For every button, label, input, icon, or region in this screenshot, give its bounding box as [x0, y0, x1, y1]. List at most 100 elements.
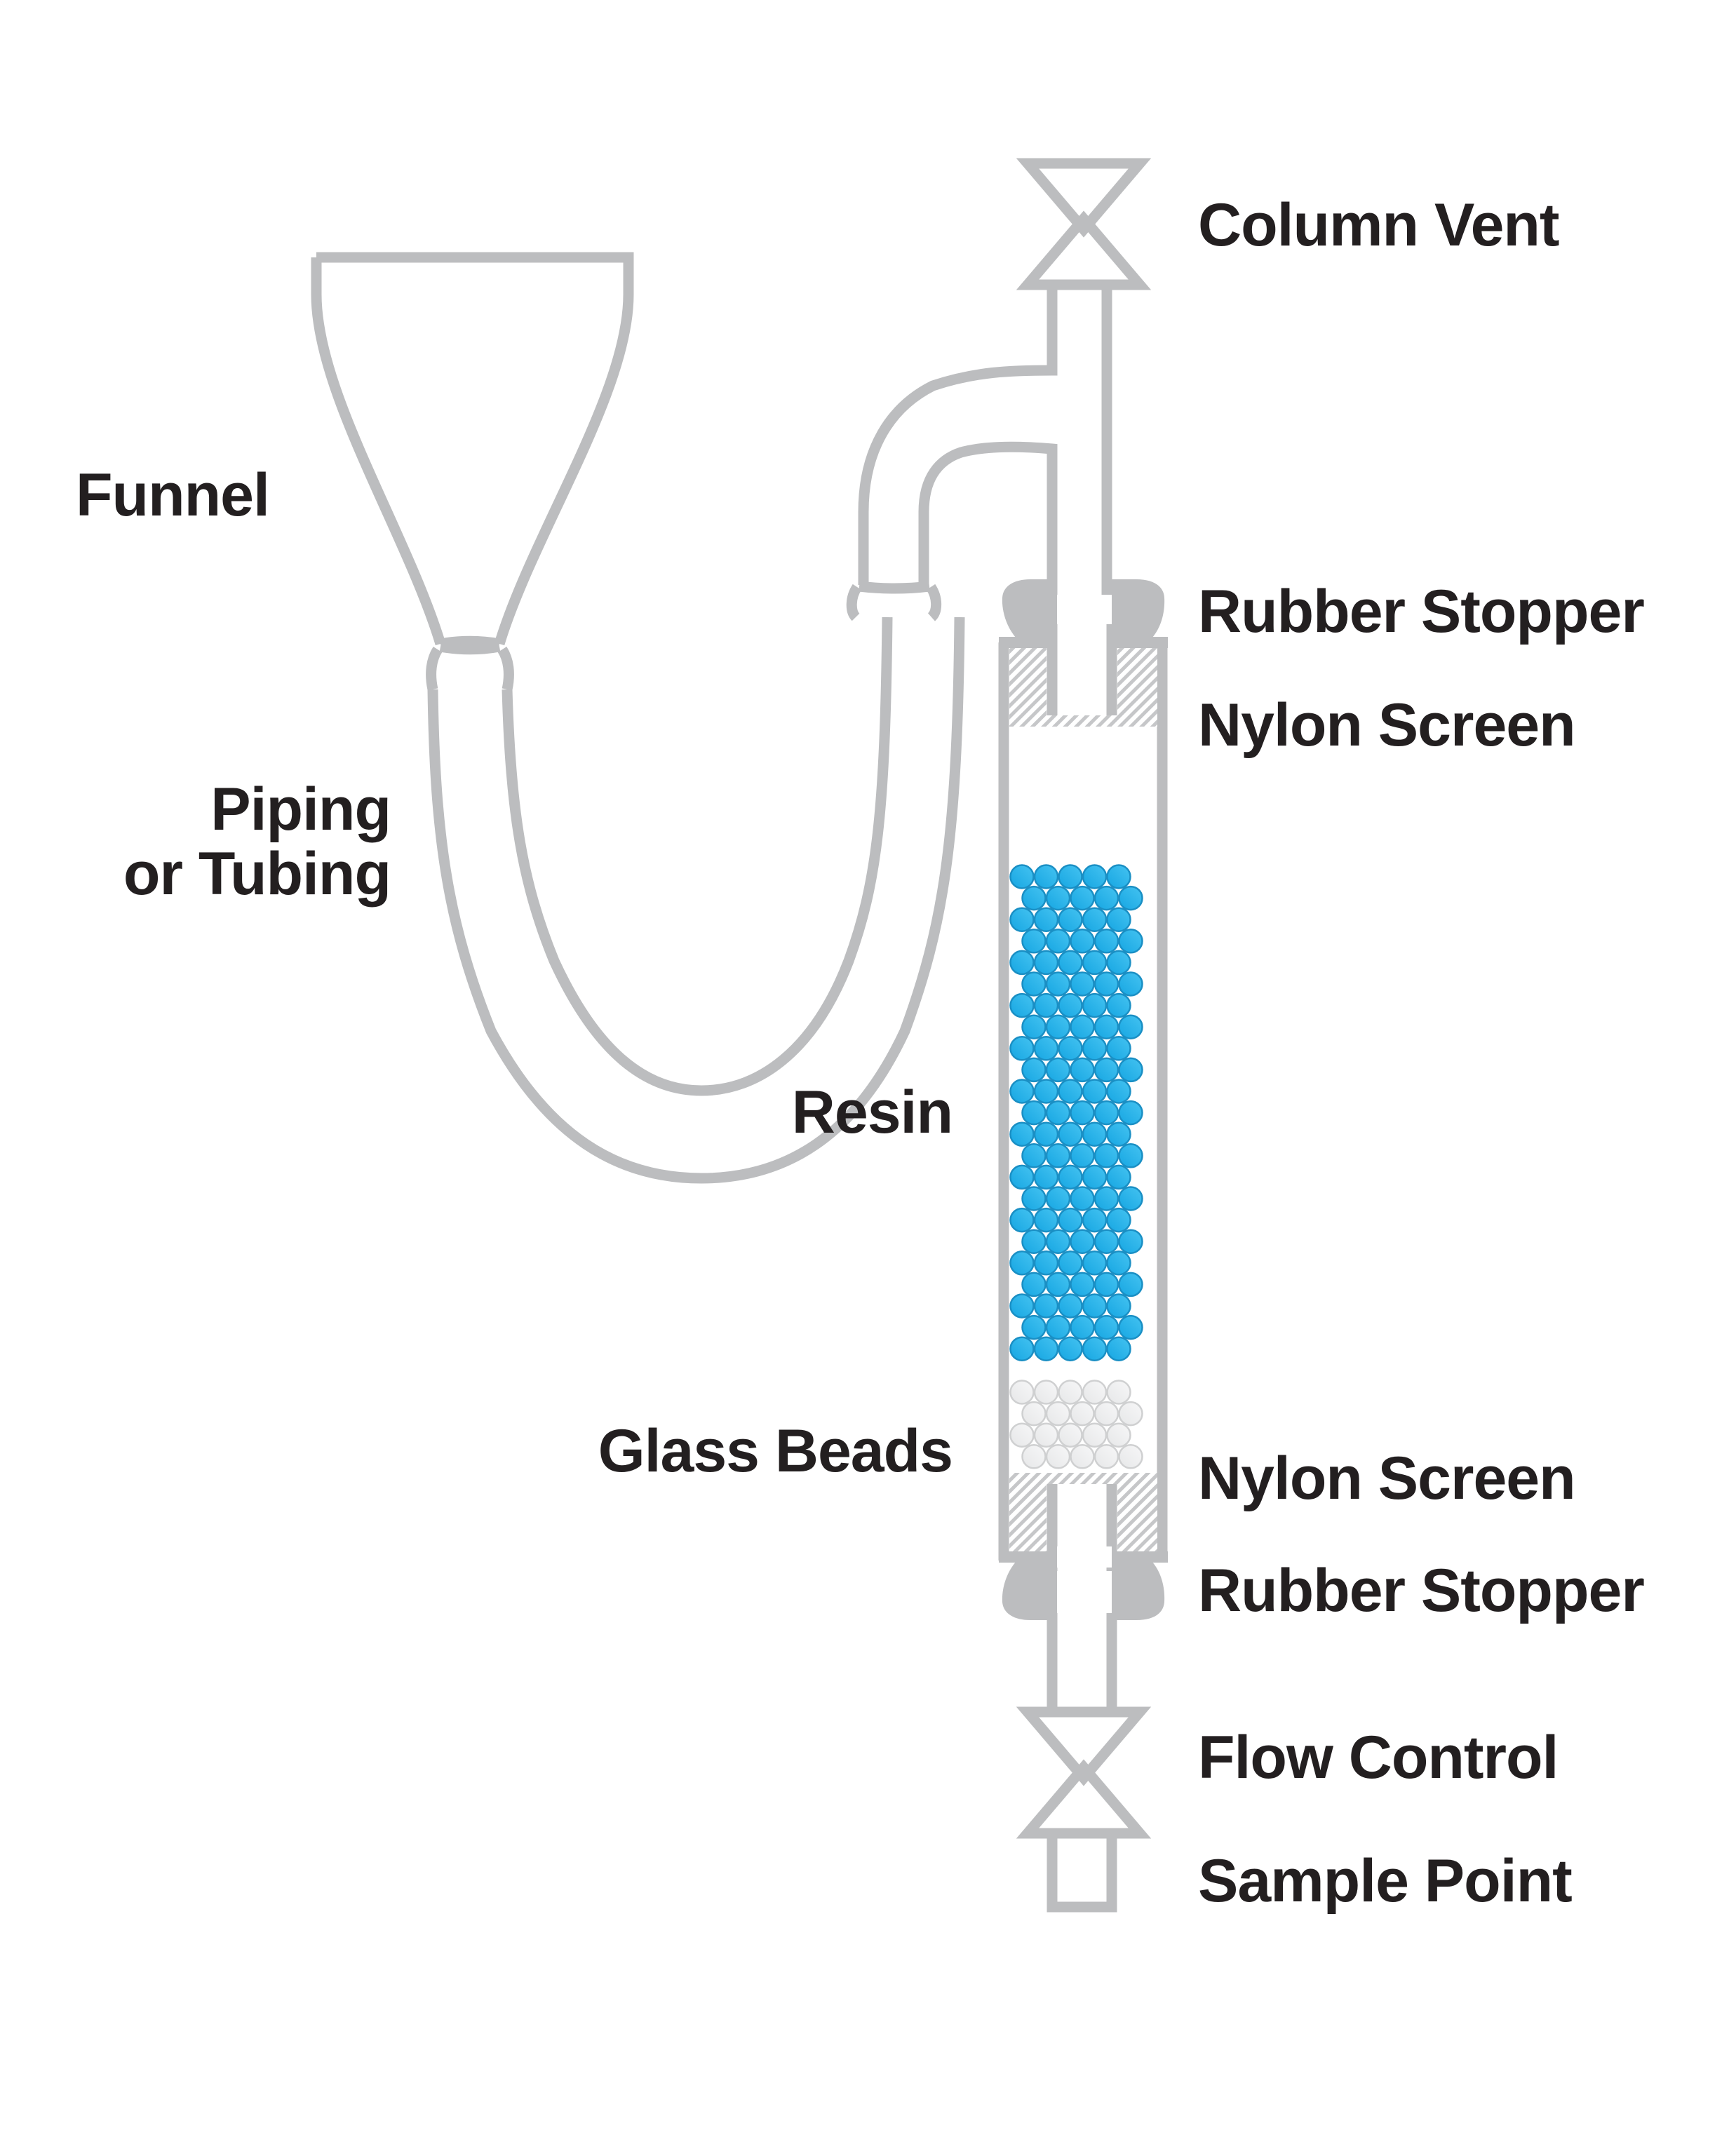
resin-bead	[1033, 950, 1059, 976]
resin-bead	[1058, 1251, 1083, 1276]
resin-bead	[1070, 1143, 1095, 1168]
resin-bead	[1118, 1186, 1143, 1211]
resin-bead	[1033, 1293, 1059, 1319]
resin-bead	[1070, 1229, 1095, 1254]
resin-bead	[1021, 1229, 1047, 1254]
resin-bead	[1033, 1079, 1059, 1104]
column-vent-valve-icon[interactable]	[1016, 158, 1152, 595]
resin-bead	[1058, 1121, 1083, 1147]
resin-bead	[1106, 950, 1131, 976]
resin-bead	[1009, 864, 1035, 889]
glass-bead	[1058, 1380, 1083, 1405]
u-tube-icon	[426, 288, 1058, 1184]
nylon-screen-top-icon	[1009, 648, 1157, 727]
resin-bead	[1021, 1186, 1047, 1211]
glass-bead	[1045, 1444, 1071, 1469]
resin-bead	[1094, 1314, 1119, 1340]
resin-bead	[1033, 1036, 1059, 1061]
glass-bead	[1094, 1444, 1119, 1469]
resin-bead	[1082, 1293, 1108, 1319]
resin-bead	[1009, 1079, 1035, 1104]
resin-bead	[1082, 992, 1108, 1018]
resin-bead	[1106, 1079, 1131, 1104]
resin-bead	[1021, 1100, 1047, 1126]
resin-bead	[1094, 929, 1119, 954]
resin-bead	[1070, 1057, 1095, 1083]
resin-bead	[1070, 1186, 1095, 1211]
resin-bead	[1118, 1057, 1143, 1083]
resin-bead	[1045, 1314, 1071, 1340]
resin-bead	[1118, 885, 1143, 911]
resin-bead	[1106, 1251, 1131, 1276]
resin-bead	[1118, 1272, 1143, 1297]
resin-bead	[1045, 1100, 1071, 1126]
resin-bead	[1033, 1164, 1059, 1190]
label-nylon-screen-bottom: Nylon Screen	[1198, 1445, 1575, 1512]
flow-control-valve-icon[interactable]	[1016, 1613, 1152, 1839]
resin-bead	[1106, 1164, 1131, 1190]
glass-bead	[1033, 1380, 1059, 1405]
resin-bead	[1070, 1014, 1095, 1039]
resin-bead	[1082, 1164, 1108, 1190]
label-rubber-stopper-top: Rubber Stopper	[1198, 578, 1644, 645]
resin-bead	[1094, 1014, 1119, 1039]
resin-bead	[1082, 1121, 1108, 1147]
resin-bead	[1009, 1251, 1035, 1276]
label-piping: Piping	[210, 776, 391, 843]
resin-bead	[1009, 950, 1035, 976]
sample-point-outlet-icon[interactable]	[1047, 1836, 1117, 1913]
glass-bead	[1094, 1401, 1119, 1427]
glass-bead	[1106, 1380, 1131, 1405]
glass-bead	[1009, 1422, 1035, 1448]
glass-bead	[1082, 1422, 1108, 1448]
glass-bead	[1045, 1401, 1071, 1427]
resin-bead	[1070, 885, 1095, 911]
resin-bead	[1118, 1014, 1143, 1039]
resin-bead	[1045, 1186, 1071, 1211]
resin-bead	[1058, 1036, 1083, 1061]
nylon-screen-bottom-icon	[999, 1473, 1168, 1571]
resin-bead	[1033, 1207, 1059, 1233]
resin-bead	[1058, 864, 1083, 889]
resin-bead	[1070, 1272, 1095, 1297]
resin-bead	[1094, 971, 1119, 997]
glass-bead	[1058, 1422, 1083, 1448]
resin-bead	[1009, 1293, 1035, 1319]
resin-bead	[1058, 1207, 1083, 1233]
resin-bead	[1106, 1036, 1131, 1061]
label-funnel: Funnel	[76, 461, 269, 529]
funnel-icon	[311, 252, 634, 649]
resin-bead	[1045, 1143, 1071, 1168]
resin-bead	[1094, 885, 1119, 911]
resin-bead	[1070, 1100, 1095, 1126]
resin-bead	[1082, 1251, 1108, 1276]
label-rubber-stopper-bottom: Rubber Stopper	[1198, 1557, 1644, 1624]
resin-bead	[1009, 992, 1035, 1018]
glass-bead	[1118, 1444, 1143, 1469]
resin-bead	[1045, 885, 1071, 911]
glass-bead	[1070, 1401, 1095, 1427]
resin-bead	[1021, 1057, 1047, 1083]
rubber-stopper-bottom-icon	[1002, 1561, 1165, 1620]
resin-bead	[1009, 907, 1035, 932]
label-glass-beads: Glass Beads	[598, 1417, 953, 1485]
resin-bead	[1070, 1314, 1095, 1340]
resin-bead	[1118, 929, 1143, 954]
resin-bead	[1082, 1207, 1108, 1233]
label-sample-point: Sample Point	[1198, 1847, 1572, 1915]
resin-bead	[1094, 1186, 1119, 1211]
resin-bead	[1106, 992, 1131, 1018]
label-or-tubing: or Tubing	[123, 840, 391, 908]
resin-bead	[1058, 1079, 1083, 1104]
label-flow-control: Flow Control	[1198, 1724, 1558, 1791]
label-nylon-screen-top: Nylon Screen	[1198, 692, 1575, 759]
resin-bead	[1009, 1164, 1035, 1190]
resin-bead	[1118, 1314, 1143, 1340]
resin-bead	[1070, 971, 1095, 997]
glass-bead	[1070, 1444, 1095, 1469]
resin-bead	[1082, 1336, 1108, 1361]
resin-bead	[1058, 1164, 1083, 1190]
glass-bead	[1009, 1380, 1035, 1405]
glass-bead	[1033, 1422, 1059, 1448]
resin-bead	[1094, 1057, 1119, 1083]
